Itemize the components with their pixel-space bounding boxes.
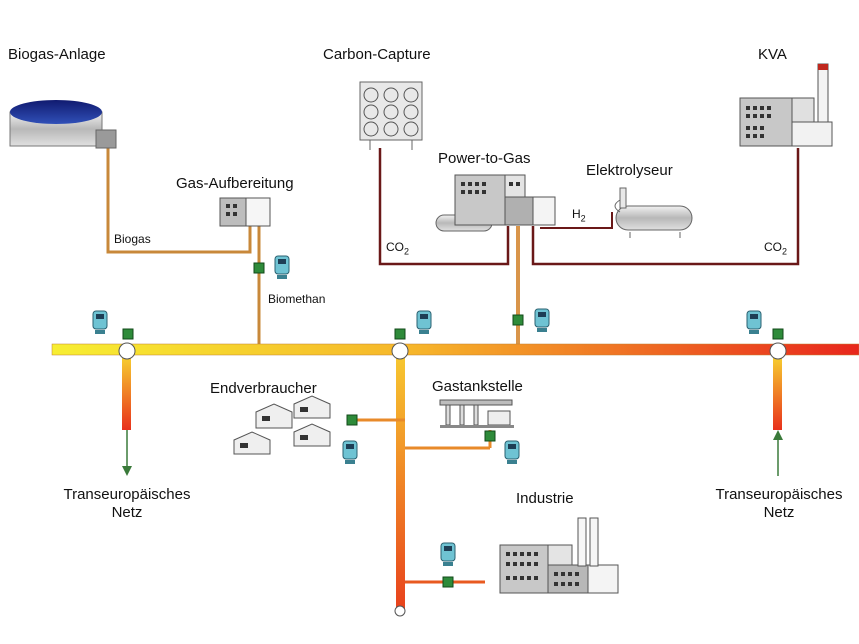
branch-right: [773, 355, 782, 430]
valve-icon: [346, 414, 358, 426]
pipe-end-node: [394, 605, 406, 617]
house-icon: [233, 431, 271, 455]
gas-meter-icon: [504, 440, 520, 465]
label-power-to-gas: Power-to-Gas: [438, 150, 531, 167]
gas-meter-icon: [534, 308, 550, 333]
co2-pipe-kva: [531, 148, 800, 266]
junction-node: [769, 342, 787, 360]
label-co2-left: CO2: [386, 240, 410, 257]
junction-node: [391, 342, 409, 360]
label-biomethane: Biomethan: [268, 292, 326, 306]
valve-icon: [122, 328, 134, 340]
carbon-capture-fan-icon: [359, 81, 423, 150]
label-biogas: Biogas: [114, 232, 151, 246]
gas-meter-icon: [416, 310, 432, 335]
house-icon: [293, 395, 331, 419]
gas-upgrading-unit-icon: [219, 197, 271, 227]
h2-pipe: [540, 212, 613, 229]
label-co2-right: CO2: [764, 240, 788, 257]
branch-main: [396, 355, 405, 613]
co2-pipe-carbon-capture: [378, 148, 510, 266]
gas-meter-icon: [746, 310, 762, 335]
valve-icon: [484, 430, 496, 442]
valve-icon: [394, 328, 406, 340]
biogas-digester-icon: [9, 100, 117, 149]
waste-incineration-plant-icon: [739, 63, 833, 147]
gas-meter-icon: [274, 255, 290, 280]
valve-icon: [772, 328, 784, 340]
label-industry: Industrie: [516, 490, 574, 507]
label-h2: H2: [572, 207, 586, 224]
arrow-up-icon: [773, 430, 783, 476]
branch-left: [122, 355, 131, 430]
house-icon: [255, 403, 293, 429]
valve-icon: [512, 314, 524, 326]
label-gas-upgrading: Gas-Aufbereitung: [176, 175, 294, 192]
biogas-pipe: [106, 148, 252, 254]
valve-icon: [442, 576, 454, 588]
gas-meter-icon: [92, 310, 108, 335]
label-electrolyser: Elektrolyseur: [586, 162, 673, 179]
electrolyser-tank-icon: [614, 187, 693, 238]
gas-meter-icon: [440, 542, 456, 567]
arrow-down-icon: [122, 430, 132, 476]
power-to-gas-plant-icon: [435, 174, 556, 232]
valve-icon: [253, 262, 265, 274]
label-gas-station: Gastankstelle: [432, 378, 523, 395]
house-icon: [293, 423, 331, 447]
factory-icon: [499, 517, 619, 594]
label-biogas-plant: Biogas-Anlage: [8, 46, 106, 63]
junction-node: [118, 342, 136, 360]
gas-meter-icon: [342, 440, 358, 465]
label-end-consumers: Endverbraucher: [210, 380, 317, 397]
label-carbon-capture: Carbon-Capture: [323, 46, 431, 63]
label-kva: KVA: [758, 46, 787, 63]
gas-station-icon: [439, 399, 514, 428]
main-gas-grid: [51, 343, 859, 356]
